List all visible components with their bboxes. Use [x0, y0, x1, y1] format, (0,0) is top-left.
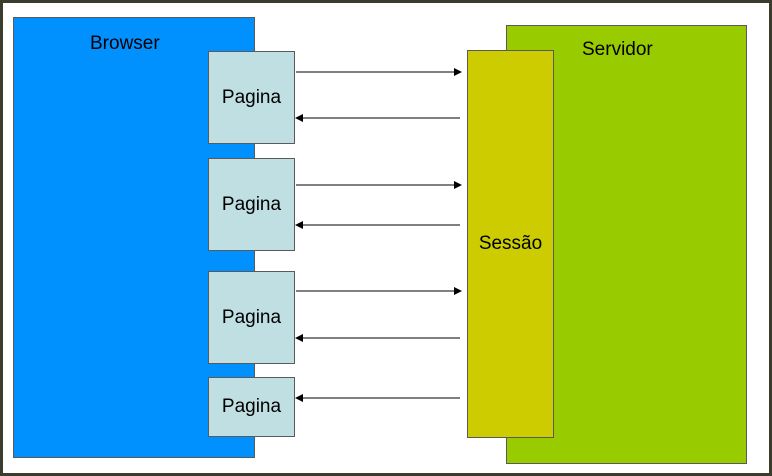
page-box-3: Pagina	[208, 271, 295, 364]
page-box-4: Pagina	[208, 377, 295, 437]
page-label: Pagina	[221, 306, 282, 328]
page-label: Pagina	[221, 193, 282, 215]
session-box: Sessão	[467, 50, 554, 438]
page-box-1: Pagina	[208, 51, 295, 144]
page-box-2: Pagina	[208, 158, 295, 251]
page-label: Pagina	[221, 396, 282, 417]
server-label: Servidor	[582, 39, 653, 60]
browser-label: Browser	[90, 33, 160, 54]
page-label: Pagina	[221, 86, 282, 108]
session-label: Sessão	[478, 233, 543, 254]
